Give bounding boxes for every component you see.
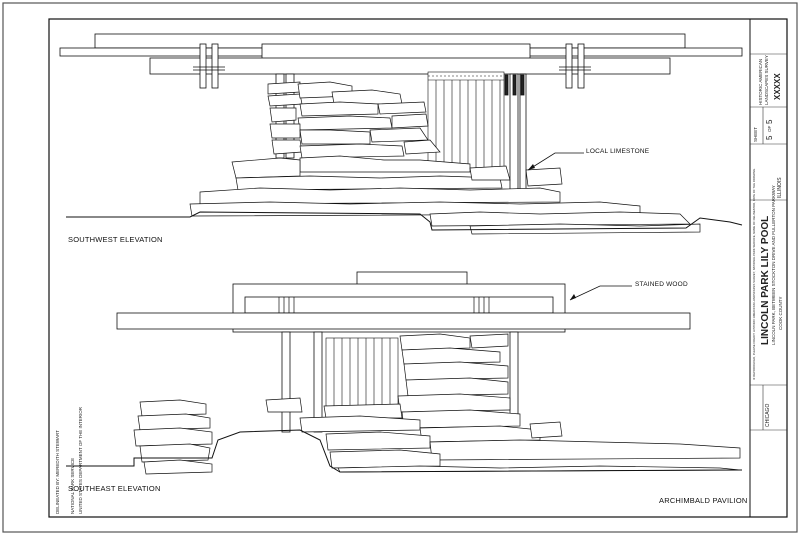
sw-wood-screen <box>427 71 505 169</box>
sheet-total: 5 <box>765 119 774 124</box>
sheet-number: 5 <box>765 135 774 140</box>
sw-roof-cap <box>261 43 531 60</box>
southwest-elevation <box>59 33 743 235</box>
sw-roof-fascia <box>149 57 671 75</box>
se-ground-line <box>66 429 743 473</box>
se-callout-leader <box>569 285 632 301</box>
se-wood-screen <box>325 337 399 407</box>
delineated-by: DELINEATED BY: MEREDITH STEWART <box>55 430 60 514</box>
title-block-grid <box>750 53 787 431</box>
sheet-label: SHEET <box>753 126 758 142</box>
sw-callout-leader <box>527 152 584 171</box>
sw-ground-line <box>66 211 743 231</box>
se-limestone-masonry <box>265 333 741 473</box>
callout-stained-wood: STAINED WOOD <box>635 281 688 288</box>
sw-roof-bracket-left <box>193 43 225 89</box>
sw-limestone-masonry <box>189 81 701 235</box>
se-post-left <box>281 331 291 433</box>
state-name: ILLINOIS <box>777 177 783 198</box>
fine-print: IF REPRODUCED, PLEASE CREDIT: HISTORIC A… <box>752 168 756 380</box>
view-title-southeast-elevation: SOUTHEAST ELEVATION <box>68 484 161 493</box>
callout-local-limestone: LOCAL LIMESTONE <box>586 148 650 155</box>
survey-number: XXXXX <box>773 73 782 100</box>
view-title-southwest-elevation: SOUTHWEST ELEVATION <box>68 235 163 244</box>
se-fascia-battens <box>278 297 490 313</box>
sheet-of: OF <box>767 125 772 132</box>
agency-line-1: HISTORIC AMERICAN <box>758 58 763 105</box>
se-callout-arrowhead <box>570 294 576 300</box>
se-roof-extension <box>116 312 691 330</box>
se-stone-pier <box>133 399 213 475</box>
southeast-elevation <box>66 271 743 475</box>
sw-trim-block-1 <box>504 74 509 96</box>
project-subtitle: LINCOLN PARK, BETWEEN STOCKTON DRIVE AND… <box>771 185 776 345</box>
sw-roof-bracket-right <box>559 43 591 89</box>
sw-callout-arrowhead <box>528 164 535 170</box>
office-line-1: NATIONAL PARK SERVICE <box>70 457 75 514</box>
city-name: CHICAGO <box>765 403 771 427</box>
project-title: LINCOLN PARK LILY POOL <box>760 215 771 345</box>
se-post-right <box>509 331 519 425</box>
structure-name: ARCHIMBALD PAVILION <box>659 496 748 505</box>
se-fascia-inner <box>244 296 554 314</box>
sheet-border-inner <box>48 18 788 518</box>
sw-trim-block-2 <box>512 74 517 96</box>
office-line-2: UNITED STATES DEPARTMENT OF THE INTERIOR <box>78 406 83 514</box>
sw-trim-block-3 <box>520 74 525 96</box>
county-name: COOK COUNTY <box>778 296 783 330</box>
agency-line-2: LANDSCAPES SURVEY <box>764 55 769 105</box>
